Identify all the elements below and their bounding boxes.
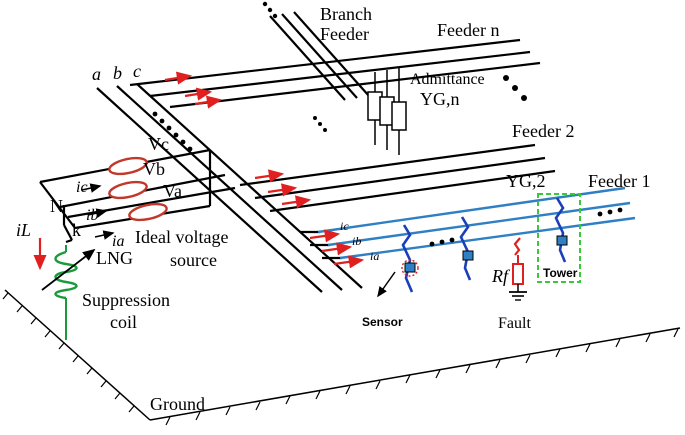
suppression-coil xyxy=(41,205,96,340)
label-sensor: Sensor xyxy=(362,315,403,329)
admittance-yg-n xyxy=(367,68,407,155)
tower-poles xyxy=(401,193,581,293)
label-ib: ib xyxy=(86,207,98,224)
label-ic: ic xyxy=(76,179,88,196)
label-branch: Branch xyxy=(320,4,372,24)
label-feeder-n: Feeder n xyxy=(437,20,499,40)
label-admittance: Admittance xyxy=(410,71,485,88)
label-phase-a: a xyxy=(92,64,101,84)
label-source: source xyxy=(170,250,217,270)
label-phase-b: b xyxy=(113,63,122,83)
source-vc xyxy=(108,156,148,176)
label-f1-ib: ib xyxy=(352,234,361,248)
label-lng: LNG xyxy=(96,248,133,268)
ground-plane xyxy=(2,289,681,426)
current-arrows xyxy=(33,71,396,298)
label-va: Va xyxy=(163,181,182,201)
label-yg-n: YG,n xyxy=(420,89,460,109)
label-il: iL xyxy=(16,220,31,240)
continuation-dots xyxy=(152,1,623,247)
label-feeder-1: Feeder 1 xyxy=(588,171,650,191)
label-yg-2: YG,2 xyxy=(506,171,546,191)
tower-3 xyxy=(554,197,568,263)
label-ia: ia xyxy=(112,233,124,250)
label-feeder-2: Feeder 2 xyxy=(512,121,574,141)
label-f1-ia: ia xyxy=(370,249,379,263)
tower-highlight-box xyxy=(537,193,581,283)
label-phase-c: c xyxy=(133,61,141,81)
feeder-2 xyxy=(239,143,556,213)
label-vc: Vc xyxy=(148,134,169,154)
feeder-1 xyxy=(300,186,636,260)
label-ideal-voltage: Ideal voltage xyxy=(135,227,228,247)
label-fault: Fault xyxy=(498,315,531,332)
label-coil: coil xyxy=(110,312,137,332)
fault-branch xyxy=(509,237,527,301)
label-vb: Vb xyxy=(143,159,165,179)
label-branch-feeder: Feeder xyxy=(320,24,369,44)
source-phase-ellipses xyxy=(108,156,168,222)
source-vb xyxy=(108,180,148,200)
label-rf: Rf xyxy=(491,266,511,286)
label-neutral: N xyxy=(50,196,63,216)
label-suppression: Suppression xyxy=(82,290,170,310)
label-tower: Tower xyxy=(543,266,578,280)
source-va xyxy=(128,202,168,222)
feeder-n xyxy=(129,11,541,109)
label-k: k xyxy=(72,220,81,240)
label-f1-ic: ic xyxy=(340,219,349,233)
label-ground: Ground xyxy=(150,394,205,414)
tower-2 xyxy=(459,216,474,281)
tower-1 xyxy=(401,224,419,293)
